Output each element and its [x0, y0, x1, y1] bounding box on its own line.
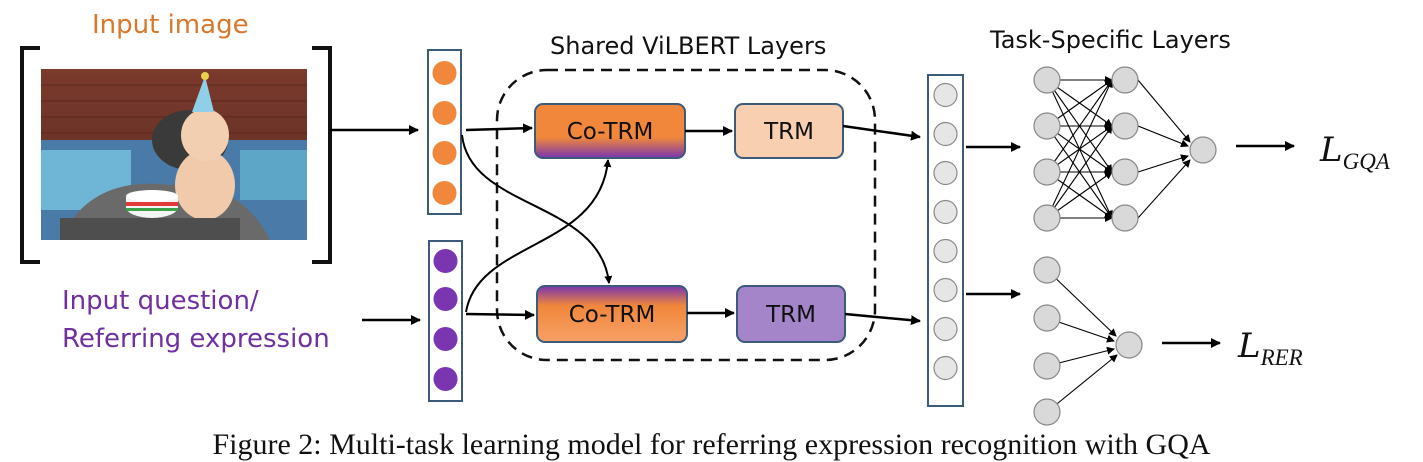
image-tokens — [432, 61, 457, 205]
shared-layers-region — [495, 68, 877, 362]
output-tokens — [933, 82, 958, 381]
rer-node — [1033, 398, 1061, 426]
rer-nodes — [1033, 256, 1143, 426]
co-trm-top-label: Co-TRM — [567, 119, 654, 145]
question-token — [433, 287, 458, 311]
arrow-question-tokens-to-co-trm-bottom — [465, 309, 535, 320]
gqa-node — [1111, 158, 1139, 186]
loss-rer-symbol: L — [1238, 326, 1261, 366]
input-image-label: Input image — [92, 10, 249, 40]
gqa-node — [1033, 158, 1061, 186]
loss-gqa: LGQA — [1320, 130, 1390, 174]
gqa-output-node — [1189, 136, 1217, 164]
output-token — [933, 355, 958, 381]
rer-node — [1033, 256, 1061, 284]
trm-top-label: TRM — [763, 119, 814, 145]
rer-node — [1033, 304, 1061, 332]
gqa-nodes — [1033, 66, 1217, 232]
gqa-node — [1033, 204, 1061, 232]
question-token — [433, 327, 458, 351]
output-token — [933, 316, 958, 342]
input-question-label: Input question/ — [62, 286, 259, 316]
output-token — [933, 238, 958, 264]
figure-caption: Figure 2: Multi-task learning model for … — [212, 428, 1211, 461]
rer-output-node — [1115, 331, 1143, 359]
question-token — [433, 367, 458, 391]
loss-rer-subscript: RER — [1260, 345, 1303, 370]
arrow-image-to-co-trm-bottom — [461, 134, 613, 284]
gqa-node — [1033, 66, 1061, 94]
image-token — [432, 141, 457, 165]
gqa-head-network — [1046, 76, 1191, 222]
arrow-question-to-co-trm-top — [465, 159, 612, 313]
output-token — [933, 277, 958, 303]
gqa-node — [1111, 66, 1139, 94]
gqa-node — [1111, 112, 1139, 140]
shared-layers-title: Shared ViLBERT Layers — [550, 32, 827, 60]
output-token — [933, 160, 958, 186]
image-bracket-left — [20, 46, 40, 264]
arrow-image-tokens-to-co-trm-top — [465, 123, 533, 134]
image-token — [432, 101, 457, 125]
rer-node — [1033, 352, 1061, 380]
image-bracket-right — [312, 46, 332, 264]
task-layers-title: Task-Specific Layers — [990, 26, 1231, 54]
question-token — [433, 249, 458, 273]
question-tokens — [433, 249, 458, 391]
multitask-diagram: Co-TRM TRM Co-TRM TRM — [20, 10, 1390, 461]
gqa-node — [1111, 204, 1139, 232]
gqa-node — [1033, 112, 1061, 140]
image-token — [432, 61, 457, 85]
output-token — [933, 82, 958, 108]
image-token — [432, 181, 457, 205]
output-token — [933, 121, 958, 147]
loss-rer: LRER — [1238, 326, 1303, 370]
input-photo — [41, 69, 307, 240]
co-trm-bottom-label: Co-TRM — [569, 302, 656, 328]
arrow-trm-top-to-output — [842, 124, 921, 141]
rer-head-network — [1046, 269, 1118, 413]
loss-gqa-symbol: L — [1320, 130, 1343, 170]
loss-gqa-subscript: GQA — [1342, 149, 1390, 174]
referring-expression-label: Referring expression — [62, 324, 330, 354]
output-token — [933, 199, 958, 225]
trm-top-box — [734, 103, 844, 159]
arrow-trm-bottom-to-output — [844, 312, 921, 326]
trm-bottom-label: TRM — [765, 302, 816, 328]
